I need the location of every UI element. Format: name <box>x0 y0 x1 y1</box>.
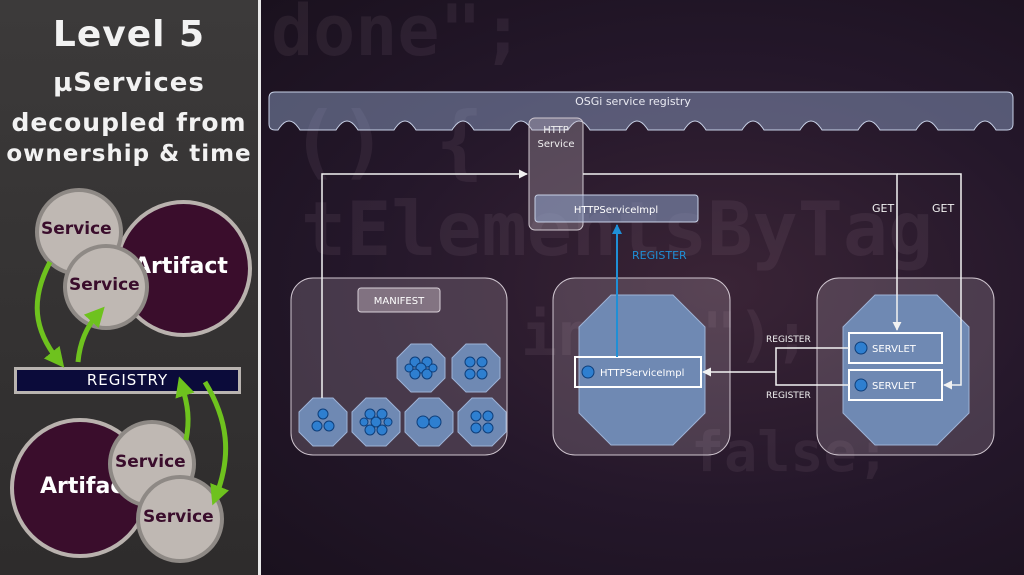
get-label-2: GET <box>932 202 954 215</box>
service-label-top-2: Service <box>69 275 140 295</box>
servlet-2-service-dot <box>854 378 868 392</box>
diagram-panel: done"; () { tElementsByTag input"); fals… <box>261 0 1024 575</box>
bg-code-1: done"; <box>271 0 524 72</box>
impl-bundle-label: HTTPServiceImpl <box>600 368 684 379</box>
servlet-register-arrow <box>703 347 849 386</box>
servlet-1-service-dot <box>854 341 868 355</box>
service-circle-top-2 <box>63 244 149 330</box>
get-label-1: GET <box>872 202 894 215</box>
impl-top-label: HTTPServiceImpl <box>574 205 658 216</box>
green-arrow-down-left <box>34 260 65 368</box>
manifest-box <box>357 287 441 313</box>
registry-bar: REGISTRY <box>14 367 241 394</box>
small-bundle-2 <box>451 343 501 393</box>
blue-register-label: REGISTER <box>632 249 687 262</box>
service-circle-bottom-2 <box>136 475 224 563</box>
manifest-label: MANIFEST <box>374 296 425 307</box>
http-to-servlet-2-get-arrow <box>897 173 962 390</box>
green-arrow-up-left <box>75 306 105 363</box>
level-title: Level 5 <box>52 14 206 55</box>
small-bundle-3 <box>298 397 348 447</box>
green-arrow-down-right <box>202 380 229 506</box>
subtitle-line-3: ownership & time <box>6 141 252 167</box>
service-label-top-1: Service <box>41 219 112 239</box>
bundle-services <box>311 356 494 436</box>
http-service-label-2: Service <box>538 139 575 150</box>
servlet-2-label: SERVLET <box>872 381 917 392</box>
manifest-to-http-arrow <box>321 169 528 398</box>
servlet-1-label: SERVLET <box>872 344 917 355</box>
artifact-label-top: Artifact <box>134 254 228 279</box>
green-arrows <box>34 260 229 506</box>
bg-code-5: false; <box>691 420 890 484</box>
register-label-1: REGISTER <box>766 335 811 345</box>
bg-code-2: () { <box>291 95 484 188</box>
impl-top-box <box>534 194 699 223</box>
http-service-label-1: HTTP <box>543 125 569 136</box>
impl-bundle-octagon <box>578 294 706 446</box>
green-arrow-up-right <box>175 376 195 441</box>
service-label-bottom-2: Service <box>143 507 214 527</box>
osgi-diagram: OSGi service registry HTTP Service HTTPS… <box>268 91 1014 456</box>
panel-divider <box>258 0 261 575</box>
osgi-registry-label: OSGi service registry <box>575 95 691 108</box>
service-label-bottom-1: Service <box>115 452 186 472</box>
impl-bundle-service-dot <box>581 365 595 379</box>
subtitle-line-2: decoupled from <box>11 108 247 137</box>
small-bundle-6 <box>457 397 507 447</box>
osgi-registry-bar: OSGi service registry <box>268 91 1014 131</box>
register-label-2: REGISTER <box>766 391 811 401</box>
left-panel: Level 5 µServices decoupled from ownersh… <box>0 0 258 575</box>
subtitle-line-1: µServices <box>53 68 205 98</box>
